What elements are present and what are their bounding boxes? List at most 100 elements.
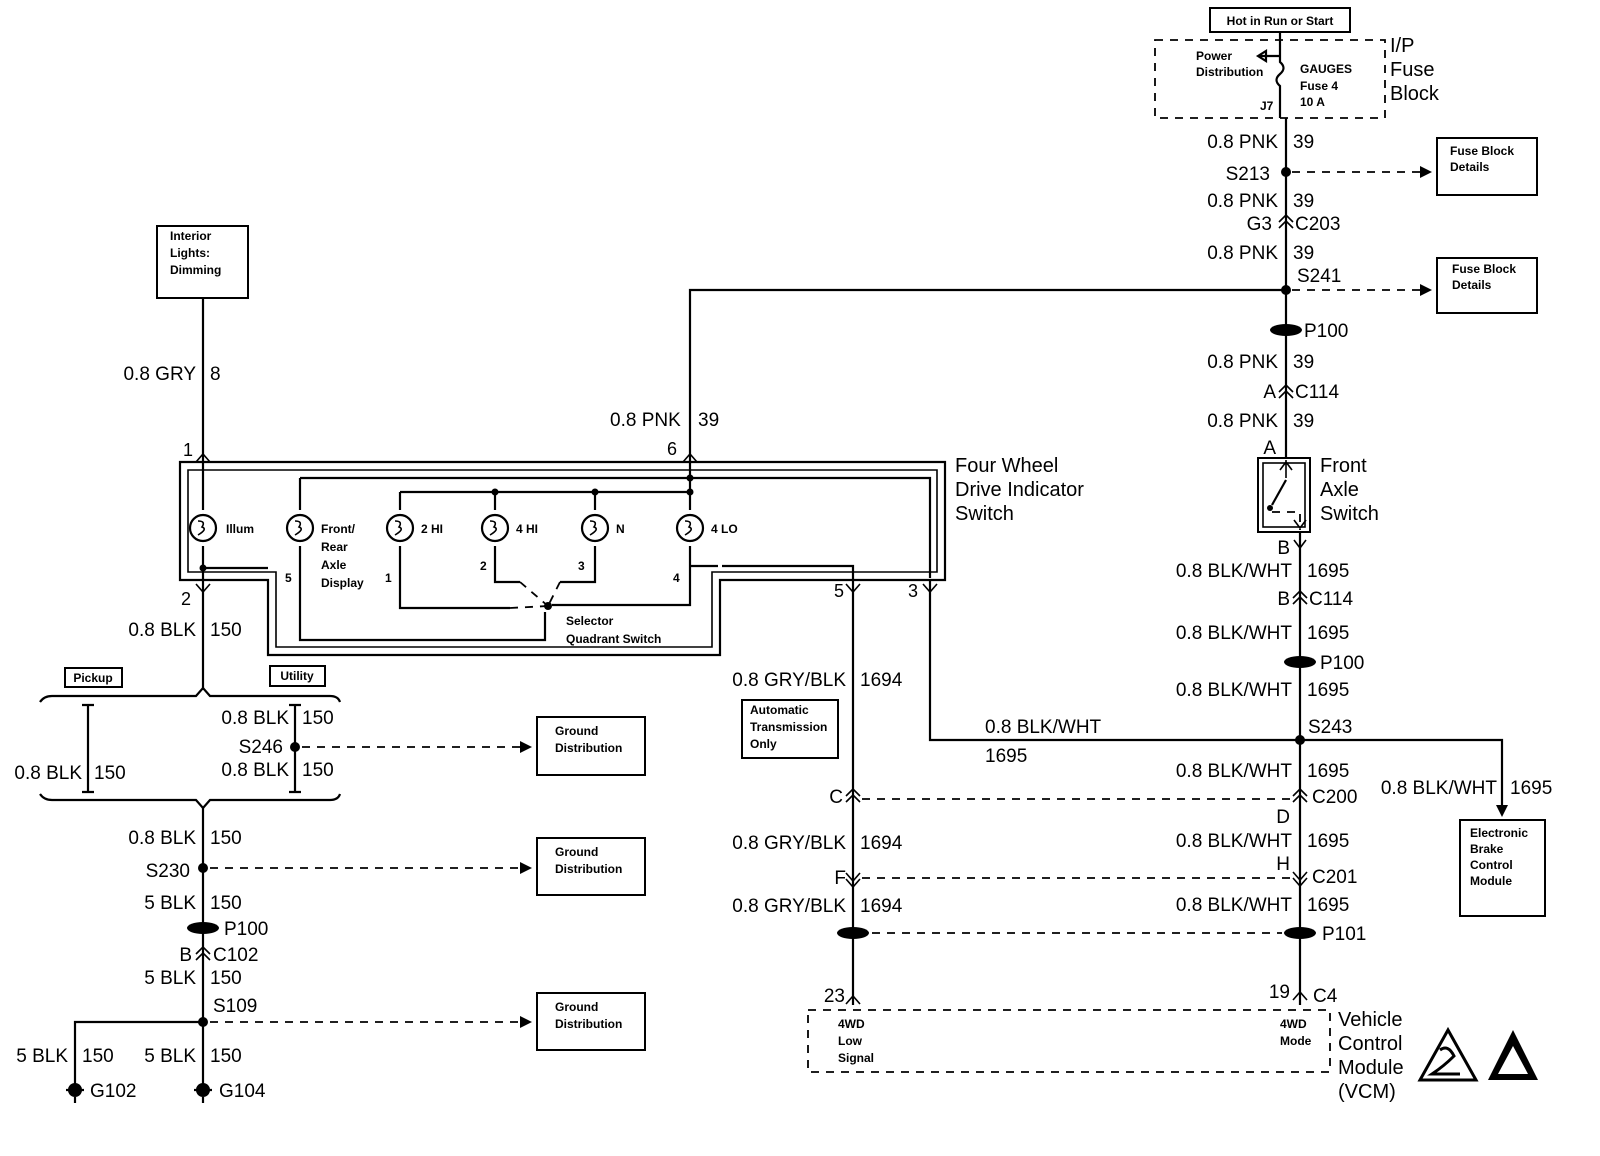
vcm-pin-19: 19 xyxy=(1269,982,1290,1003)
connector-c-c200: C xyxy=(829,787,843,808)
pass-through-p101: P101 xyxy=(1322,924,1366,945)
pass-through-p100-top: P100 xyxy=(1304,321,1348,342)
splice-s230 xyxy=(198,863,208,873)
circuit-label: 150 xyxy=(210,968,242,989)
fuse-block-details-1-line2: Details xyxy=(1450,160,1490,174)
connector-f-c201: F xyxy=(834,868,846,889)
wire-pnk-39-branch xyxy=(688,288,1286,460)
lamp-front-rear-label-2: Rear xyxy=(321,540,348,554)
ebcm-line2: Brake xyxy=(1470,842,1504,856)
four-wheel-drive-switch-outline xyxy=(178,460,947,657)
pickup-variant-label: Pickup xyxy=(73,671,112,685)
vcm-title-4: (VCM) xyxy=(1338,1081,1396,1103)
arrow-down-icon xyxy=(1496,805,1508,817)
arrow-right-icon xyxy=(520,741,532,753)
lamp-n-icon xyxy=(580,513,610,543)
wire-g102-branch xyxy=(73,1020,203,1085)
wire-label: 5 BLK xyxy=(144,968,196,989)
selector-pivot-icon xyxy=(544,602,552,610)
ebcm-line4: Module xyxy=(1470,874,1512,888)
circuit-label: 39 xyxy=(1293,243,1314,264)
fuse-icon xyxy=(1275,40,1285,118)
fuse-block-details-2-line2: Details xyxy=(1452,278,1492,292)
lamp-front-rear-label-1: Front/ xyxy=(321,522,356,536)
wire-label: 5 BLK xyxy=(144,893,196,914)
arrow-right-icon xyxy=(520,1016,532,1028)
circuit-label: 1695 xyxy=(1307,761,1349,782)
circuit-label: 39 xyxy=(1293,352,1314,373)
splice-s246 xyxy=(290,742,300,752)
lamp-illum-label: Illum xyxy=(226,522,254,536)
connector-c114-icon xyxy=(1292,589,1308,605)
wire-label: 0.8 PNK xyxy=(610,410,681,431)
fuse-terminal: J7 xyxy=(1260,99,1274,113)
circuit-label: 150 xyxy=(210,1046,242,1067)
wire-label: 0.8 GRY xyxy=(123,364,196,385)
arrow-right-icon xyxy=(1420,284,1432,296)
fuse-block-details-2-line1: Fuse Block xyxy=(1452,262,1516,276)
splice-s213 xyxy=(1281,167,1291,177)
wire-front-rear-display xyxy=(298,476,932,642)
wire-label: 0.8 BLK xyxy=(128,828,196,849)
connector-b-switch: B xyxy=(1277,538,1290,559)
service-info-warning-icon xyxy=(1488,1030,1538,1080)
connector-c114-icon xyxy=(1278,383,1294,399)
wire-blk-wht-1695-pin3 xyxy=(928,580,1300,742)
connector-c200: C200 xyxy=(1312,787,1357,808)
option-bracket-bottom xyxy=(39,793,342,810)
wire-label: 0.8 GRY/BLK xyxy=(732,670,846,691)
wire-label: 0.8 BLK xyxy=(221,760,289,781)
circuit-label: 39 xyxy=(1293,191,1314,212)
vcm-pin-23: 23 xyxy=(824,986,845,1007)
vcm-title-2: Control xyxy=(1338,1033,1402,1055)
fwd-pin-1: 1 xyxy=(183,440,193,460)
circuit-label: 1694 xyxy=(860,896,903,917)
utility-variant-box xyxy=(269,665,326,687)
ground-distribution-3-line2: Distribution xyxy=(555,1017,622,1031)
automatic-transmission-line2: Transmission xyxy=(750,720,827,734)
circuit-label: 150 xyxy=(302,708,334,729)
ebcm-box xyxy=(1459,819,1546,917)
wire-label: 0.8 BLK/WHT xyxy=(1176,831,1293,852)
connector-c201-icon xyxy=(1292,871,1308,888)
pass-through-p100-mid: P100 xyxy=(1320,653,1364,674)
fwd-switch-title-2: Drive Indicator xyxy=(955,479,1084,501)
splice-s246-label: S246 xyxy=(239,737,283,758)
connector-c4: C4 xyxy=(1313,986,1338,1007)
circuit-label: 1694 xyxy=(860,833,903,854)
circuit-label: 1695 xyxy=(1510,778,1552,799)
wire-indicator-returns xyxy=(398,546,692,610)
power-arrow-icon xyxy=(1255,49,1280,63)
vcm-low-signal-line2: Low xyxy=(838,1034,863,1048)
splice-s241-label: S241 xyxy=(1297,266,1341,287)
lamp-4lo-icon xyxy=(675,513,705,543)
fwd-pin-2: 2 xyxy=(181,589,191,609)
wire-label: 0.8 BLK/WHT xyxy=(1176,561,1293,582)
automatic-transmission-line1: Automatic xyxy=(750,703,809,717)
wire-label: 0.8 PNK xyxy=(1207,191,1278,212)
utility-variant-label: Utility xyxy=(280,669,314,683)
connector-c114-top: C114 xyxy=(1295,382,1339,403)
circuit-label: 1695 xyxy=(1307,831,1349,852)
connector-c102: C102 xyxy=(213,945,258,966)
ip-fuse-block-outline xyxy=(1154,39,1386,119)
vcm-title-1: Vehicle xyxy=(1338,1009,1403,1031)
pass-through-p100-icon xyxy=(1270,324,1302,336)
circuit-label: 150 xyxy=(94,763,126,784)
circuit-label: 1695 xyxy=(1307,680,1349,701)
fuse-block-details-box-1 xyxy=(1436,137,1538,196)
ground-distribution-1-line2: Distribution xyxy=(555,741,622,755)
circuit-label: 1695 xyxy=(1307,561,1349,582)
vcm-mode-line1: 4WD xyxy=(1280,1017,1307,1031)
fuse-rating: 10 A xyxy=(1300,95,1325,109)
automatic-transmission-box xyxy=(741,699,839,759)
circuit-label: 1695 xyxy=(1307,895,1349,916)
fwd-pin-3: 3 xyxy=(908,581,918,601)
fuse-block-details-1-line1: Fuse Block xyxy=(1450,144,1514,158)
automatic-transmission-line3: Only xyxy=(750,737,777,751)
connector-c201: C201 xyxy=(1312,867,1357,888)
fwd-switch-title-1: Four Wheel xyxy=(955,455,1058,477)
power-distribution-line2: Distribution xyxy=(1196,65,1263,79)
fuse-block-title-3: Block xyxy=(1390,83,1440,105)
